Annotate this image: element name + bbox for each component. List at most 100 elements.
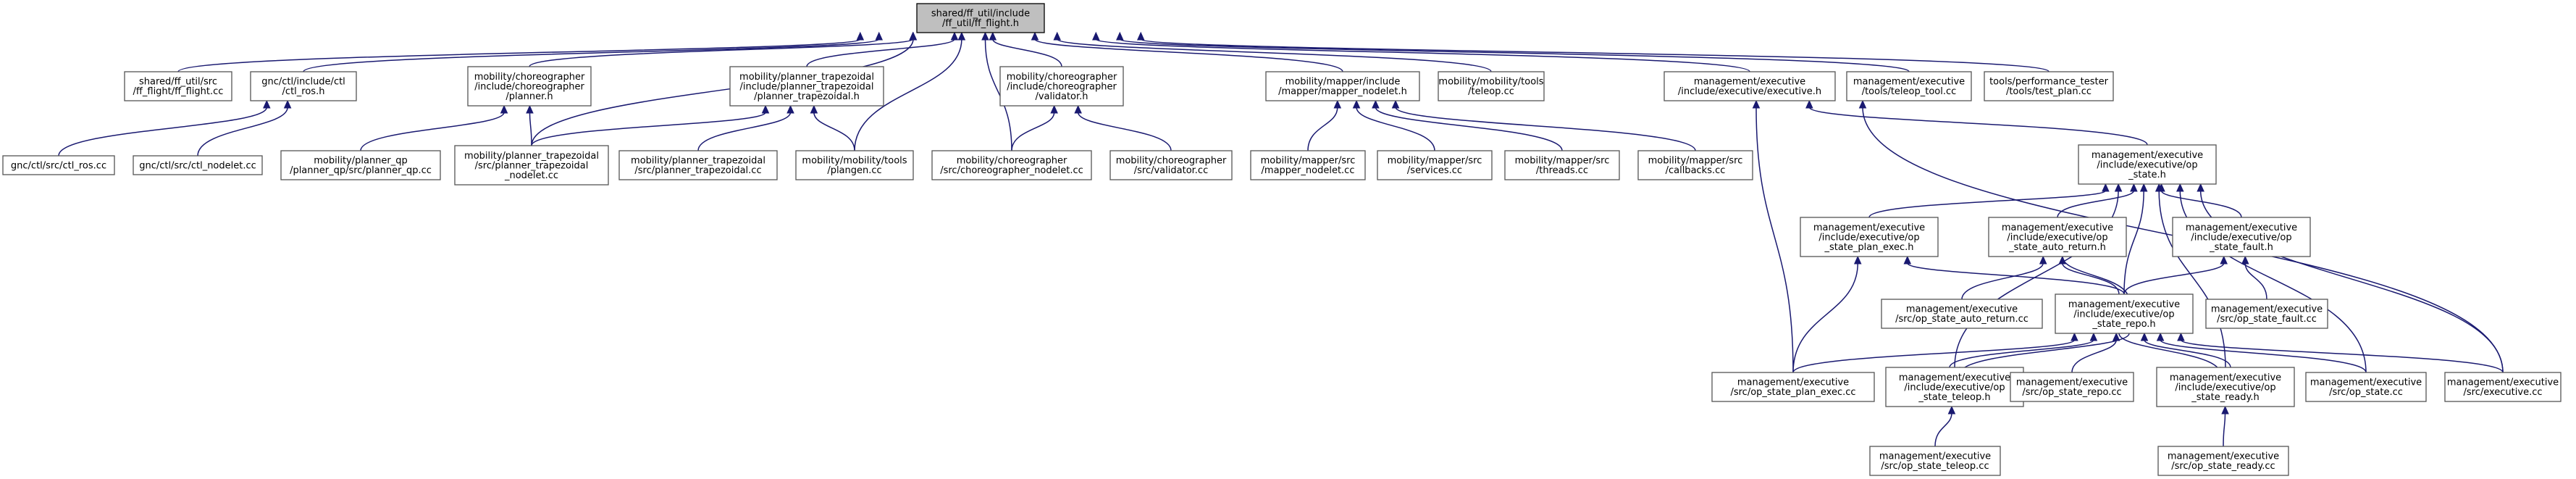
node-label-line: /tools/teleop_tool.cc bbox=[1862, 86, 1957, 97]
node-label-line: /src/choreographer_nodelet.cc bbox=[940, 165, 1083, 176]
node-label-line: shared/ff_util/src bbox=[139, 77, 217, 88]
node-label-line: /src/executive.cc bbox=[2463, 387, 2542, 398]
node-label-line: /planner_qp/src/planner_qp.cc bbox=[290, 165, 432, 176]
dependency-edge bbox=[2177, 332, 2504, 373]
node-label-line: management/executive bbox=[1737, 378, 1849, 388]
edge-arrowhead bbox=[2156, 332, 2165, 341]
node-label-line: /include/executive/op bbox=[2007, 232, 2107, 243]
file-node[interactable]: mobility/planner_trapezoidal/include/pla… bbox=[729, 66, 884, 107]
edge-line bbox=[1959, 333, 2130, 375]
dependency-edge bbox=[1053, 31, 1492, 72]
file-node[interactable]: mobility/choreographer/src/validator.cc bbox=[1109, 150, 1233, 180]
edge-line bbox=[2062, 256, 2130, 301]
file-node[interactable]: management/executive/src/op_state_fault.… bbox=[2205, 299, 2328, 329]
file-node[interactable]: mobility/mapper/src/callbacks.cc bbox=[1637, 150, 1753, 180]
node-box bbox=[931, 150, 1092, 180]
dependency-edge bbox=[1352, 99, 1435, 151]
file-node[interactable]: management/executive/include/executive/o… bbox=[1800, 217, 1939, 257]
file-node[interactable]: management/executive/src/op_state_repo.c… bbox=[2010, 372, 2134, 402]
node-box bbox=[133, 155, 263, 175]
file-node[interactable]: management/executive/include/executive/e… bbox=[1664, 71, 1836, 101]
node-label-line: mobility/planner_qp bbox=[314, 156, 408, 167]
file-node[interactable]: mobility/planner_trapezoidal/src/planner… bbox=[454, 145, 609, 186]
file-node[interactable]: mobility/mapper/include/mapper/mapper_no… bbox=[1265, 71, 1420, 101]
file-node[interactable]: mobility/mapper/src/threads.cc bbox=[1504, 150, 1620, 180]
edge-arrowhead bbox=[1136, 31, 1145, 41]
edge-arrowhead bbox=[1092, 31, 1100, 41]
file-node[interactable]: gnc/ctl/include/ctl/ctl_ros.h bbox=[250, 71, 357, 101]
node-label-line: /src/op_state.cc bbox=[2329, 387, 2403, 398]
node-label-line: management/executive bbox=[2168, 451, 2279, 462]
edge-arrowhead bbox=[2221, 405, 2229, 415]
node-label-line: management/executive bbox=[2016, 378, 2128, 388]
edge-line bbox=[531, 112, 766, 146]
dependency-edge bbox=[1961, 255, 2047, 300]
file-node[interactable]: management/executive/src/op_state.cc bbox=[2305, 372, 2427, 402]
node-box bbox=[1109, 150, 1233, 180]
file-node[interactable]: management/executive/src/executive.cc bbox=[2444, 372, 2562, 402]
file-node[interactable]: mobility/mobility/tools/plangen.cc bbox=[795, 150, 914, 180]
dependency-edge bbox=[2123, 255, 2228, 295]
node-label-line: /planner_trapezoidal.h bbox=[754, 91, 860, 102]
node-label-line: /src/op_state_repo.cc bbox=[2022, 387, 2121, 398]
file-node[interactable]: mobility/planner_qp/planner_qp/src/plann… bbox=[280, 150, 441, 180]
file-node[interactable]: management/executive/src/op_state_auto_r… bbox=[1881, 299, 2043, 329]
edge-line bbox=[529, 112, 532, 146]
node-label-line: /src/op_state_teleop.cc bbox=[1881, 461, 1989, 472]
edge-arrowhead bbox=[1031, 31, 1039, 41]
dependency-edge bbox=[1391, 99, 1696, 151]
dependency-edge bbox=[1805, 99, 2148, 146]
node-label-line: /include/executive/op bbox=[2175, 382, 2275, 393]
node-label-line: shared/ff_util/include bbox=[931, 9, 1030, 20]
dependency-edge bbox=[2176, 183, 2367, 373]
node-label-line: mobility/planner_trapezoidal bbox=[464, 151, 599, 162]
file-node[interactable]: management/executive/include/executive/o… bbox=[2156, 367, 2295, 407]
file-node[interactable]: mobility/choreographer/include/choreogra… bbox=[999, 66, 1124, 107]
node-label-line: management/executive bbox=[2002, 222, 2113, 233]
file-node[interactable]: gnc/ctl/src/ctl_ros.cc bbox=[2, 155, 115, 175]
node-label-line: /teleop.cc bbox=[1468, 86, 1514, 97]
file-node[interactable]: management/executive/src/op_state_teleop… bbox=[1869, 446, 2001, 476]
file-node[interactable]: management/executive/tools/teleop_tool.c… bbox=[1846, 71, 1972, 101]
file-node[interactable]: mobility/mobility/tools/teleop.cc bbox=[1438, 71, 1545, 101]
edge-line bbox=[2158, 190, 2226, 368]
file-node[interactable]: tools/performance_tester/tools/test_plan… bbox=[1984, 71, 2114, 101]
file-node[interactable]: mobility/choreographer/src/choreographer… bbox=[931, 150, 1092, 180]
edge-arrowhead bbox=[981, 31, 989, 41]
file-node[interactable]: shared/ff_util/src/ff_flight/ff_flight.c… bbox=[124, 71, 232, 101]
edge-arrowhead bbox=[283, 99, 292, 109]
node-label-line: /ff_flight/ff_flight.cc bbox=[133, 86, 224, 97]
node-label-line: /threads.cc bbox=[1536, 165, 1588, 176]
node-label-line: /include/choreographer bbox=[474, 81, 584, 92]
file-node[interactable]: management/executive/include/executive/o… bbox=[1988, 217, 2127, 257]
root-node[interactable]: shared/ff_util/include/ff_util/ff_flight… bbox=[916, 3, 1045, 33]
edges-layer bbox=[58, 31, 2504, 447]
file-node[interactable]: mobility/mapper/src/services.cc bbox=[1377, 150, 1493, 180]
file-node[interactable]: management/executive/include/executive/o… bbox=[2172, 217, 2311, 257]
edge-arrowhead bbox=[1853, 255, 1862, 265]
file-node[interactable]: management/executive/include/executive/o… bbox=[2055, 293, 2194, 334]
node-box bbox=[1265, 71, 1420, 101]
node-box bbox=[2205, 299, 2328, 329]
file-node[interactable]: mobility/planner_trapezoidal/src/planner… bbox=[618, 150, 778, 180]
file-node[interactable]: mobility/mapper/src/mapper_nodelet.cc bbox=[1250, 150, 1366, 180]
node-label-line: /src/op_state_plan_exec.cc bbox=[1730, 387, 1855, 398]
node-label-line: /include/choreographer bbox=[1007, 81, 1117, 92]
file-node[interactable]: gnc/ctl/src/ctl_nodelet.cc bbox=[133, 155, 263, 175]
edge-arrowhead bbox=[810, 104, 818, 114]
file-node[interactable]: management/executive/include/executive/o… bbox=[2078, 144, 2217, 185]
edge-arrowhead bbox=[1074, 104, 1082, 114]
file-node[interactable]: mobility/choreographer/include/choreogra… bbox=[467, 66, 592, 107]
edge-line bbox=[2223, 412, 2226, 447]
edge-line bbox=[697, 112, 792, 151]
node-label-line: /include/executive/op bbox=[2097, 159, 2197, 170]
dependency-edge bbox=[1752, 99, 1794, 373]
dependency-edge bbox=[2140, 332, 2231, 368]
edge-line bbox=[197, 107, 288, 157]
file-node[interactable]: management/executive/include/executive/o… bbox=[1885, 367, 2024, 407]
file-node[interactable]: management/executive/src/op_state_plan_e… bbox=[1711, 372, 1875, 402]
edge-line bbox=[1934, 412, 1952, 447]
file-node[interactable]: management/executive/src/op_state_ready.… bbox=[2157, 446, 2289, 476]
edge-line bbox=[1907, 262, 2125, 295]
dependency-edge bbox=[1868, 183, 2110, 218]
